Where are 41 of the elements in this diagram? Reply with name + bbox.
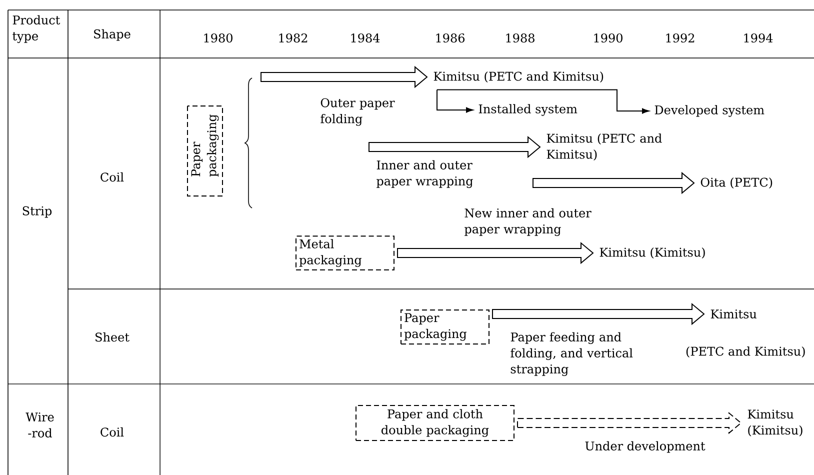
edge-label: Under development bbox=[585, 441, 706, 453]
year-label: 1982 bbox=[279, 33, 308, 43]
year-label: 1980 bbox=[204, 33, 232, 43]
destination-label: Kimitsu (PETC and Kimitsu) bbox=[434, 72, 604, 82]
packaging-box: Paper packaging bbox=[187, 106, 223, 196]
destination-label: Kimitsu bbox=[710, 310, 756, 318]
year-label: 1990 bbox=[594, 33, 622, 43]
year-label: 1988 bbox=[506, 33, 534, 43]
row-label: Wire -rod bbox=[26, 412, 54, 438]
destination-label: Oita (PETC) bbox=[700, 178, 772, 188]
packaging-box: Metal packaging bbox=[296, 236, 394, 270]
destination-label: Installed system bbox=[478, 104, 578, 116]
row-label: Coil bbox=[100, 172, 124, 182]
edge-label: Inner and outer paper wrapping bbox=[376, 160, 473, 188]
packaging-box: Paper packaging bbox=[400, 310, 490, 344]
destination-label: Kimitsu (Kimitsu) bbox=[600, 248, 705, 258]
destination-label: Kimitsu (PETC and Kimitsu) bbox=[546, 134, 662, 160]
arrow bbox=[436, 89, 474, 113]
year-label: 1986 bbox=[436, 33, 465, 43]
destination-label: Developed system bbox=[654, 105, 764, 117]
edge-label: Outer paper folding bbox=[320, 98, 395, 126]
arrow bbox=[436, 89, 650, 114]
edge-label: New inner and outer paper wrapping bbox=[464, 208, 592, 236]
block-arrow bbox=[532, 172, 695, 194]
column-header: Product type bbox=[12, 15, 60, 43]
block-arrow bbox=[492, 302, 705, 326]
row-label: Coil bbox=[100, 427, 124, 437]
row-label: Sheet bbox=[96, 332, 130, 342]
block-arrow bbox=[397, 242, 594, 264]
row-label: Strip bbox=[22, 206, 52, 218]
year-label: 1992 bbox=[666, 33, 694, 43]
block-arrow bbox=[517, 412, 742, 434]
edge-label: Paper feeding and folding, and vertical strapping bbox=[510, 332, 633, 376]
year-label: 1984 bbox=[351, 33, 380, 43]
packaging-box: Paper and cloth double packaging bbox=[356, 405, 514, 441]
beside-label: (PETC and Kimitsu) bbox=[686, 346, 805, 358]
year-label: 1994 bbox=[744, 33, 773, 43]
block-arrow bbox=[260, 66, 428, 88]
column-header: Shape bbox=[94, 29, 130, 41]
destination-label: Kimitsu (Kimitsu) bbox=[748, 410, 802, 436]
block-arrow bbox=[368, 136, 541, 158]
